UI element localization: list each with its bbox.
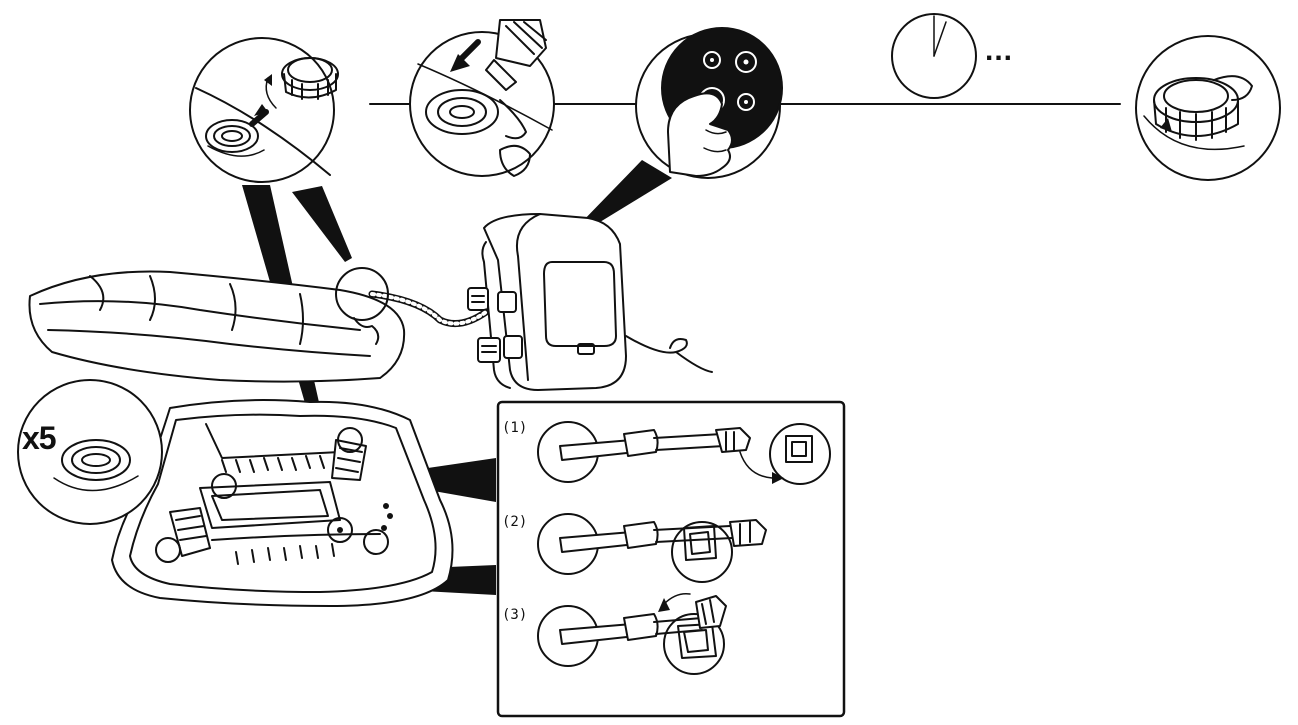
step-1-label: (1) — [502, 420, 528, 436]
packed-mattress — [28, 270, 406, 383]
pump-icon — [467, 213, 713, 391]
strap-buckle-icon — [537, 513, 767, 583]
strap-point-highlight — [327, 517, 353, 543]
wait-ellipsis: ... — [985, 34, 1014, 67]
strap-instruction-panel — [496, 400, 846, 718]
detail-press-button — [635, 27, 783, 179]
detail-close-valve — [1135, 35, 1281, 181]
detail-valve-x5 — [17, 379, 163, 525]
strap-point-highlight — [337, 427, 363, 453]
step-3-label: (3) — [502, 607, 528, 623]
callout-wedge — [578, 160, 672, 226]
strap-point-highlight — [363, 529, 389, 555]
strap-buckle-icon — [537, 592, 727, 675]
step-2-label: (2) — [502, 514, 528, 530]
mattress-bed — [111, 399, 454, 607]
valve-cap-icon — [1153, 75, 1253, 141]
finger-icon — [667, 92, 733, 177]
valve-icon — [281, 57, 339, 100]
hose-connector-icon — [485, 19, 547, 91]
strap-point-highlight — [155, 537, 181, 563]
callout-wedge — [292, 186, 352, 262]
quantity-label: x5 — [22, 420, 57, 456]
strap-point-highlight — [211, 473, 237, 499]
clock-icon — [891, 13, 977, 99]
strap-buckle-icon — [537, 421, 831, 485]
detail-connect-hose — [409, 19, 555, 177]
detail-valve-open — [189, 37, 339, 183]
valve-highlight — [335, 267, 389, 321]
